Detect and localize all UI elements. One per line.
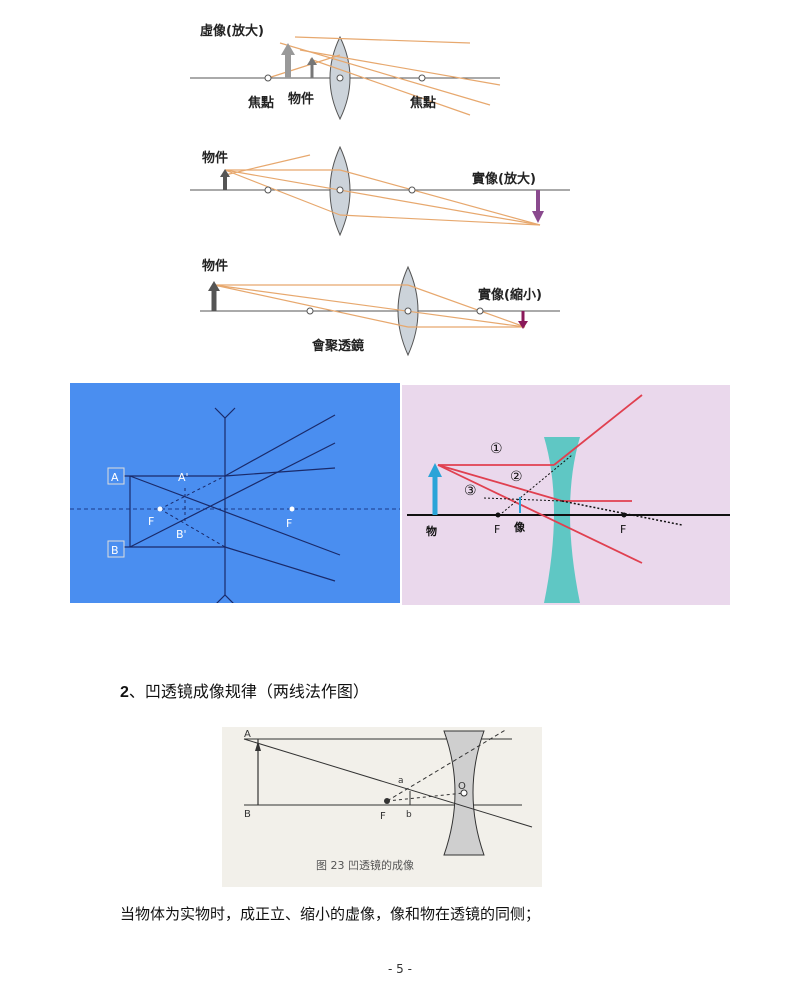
ray-3-label: ③ — [464, 483, 477, 499]
focus-right: F — [286, 517, 292, 530]
section-heading: 2、凹透镜成像规律（两线法作图） — [120, 678, 369, 702]
section-number: 2 — [120, 684, 129, 701]
focus-label-right: 焦點 — [409, 95, 436, 111]
object-label: 物件 — [202, 258, 228, 274]
convex-lens-diagram-real-reduced: 物件 實像(縮小) 會聚透鏡 — [200, 258, 560, 357]
label-a: A — [111, 471, 119, 484]
section-title-text: 、凹透镜成像规律（两线法作图） — [128, 682, 369, 701]
rule-text: 当物体为实物时，成正立、缩小的虚像，像和物在透镜的同侧； — [120, 905, 541, 923]
label-a-small: a — [398, 776, 404, 786]
page-number: - 5 - — [388, 962, 412, 976]
real-image-label: 實像(縮小) — [478, 287, 542, 303]
focus-left: F — [148, 515, 154, 528]
object-label: 物件 — [288, 91, 314, 107]
textbook-concave-figure: A B F O a b 图 23 凹透镜的成像 — [222, 727, 542, 887]
convex-lens-diagram-virtual: 虛像(放大) 焦點 物件 焦點 — [190, 23, 501, 121]
label-b: B — [111, 544, 119, 557]
concave-lens-diagram-blue: A B A' B' F F — [70, 383, 400, 603]
focus-right: F — [620, 523, 626, 536]
focus-left: F — [494, 523, 500, 536]
image-label: 像 — [514, 520, 526, 534]
label-b-prime: B' — [176, 528, 187, 541]
ray-2-label: ② — [510, 469, 523, 485]
label-a-prime: A' — [178, 471, 189, 484]
label-a: A — [244, 729, 251, 740]
ray-1-label: ① — [490, 441, 503, 457]
label-o: O — [458, 781, 466, 792]
virtual-image-label: 虛像(放大) — [200, 23, 264, 39]
convex-lens-diagram-real-magnified: 物件 實像(放大) — [190, 145, 570, 237]
figure-caption: 图 23 凹透镜的成像 — [316, 858, 414, 872]
concave-lens-diagram-pink: ① ② ③ 物 F 像 F — [402, 385, 730, 605]
label-f: F — [380, 811, 386, 822]
object-label: 物件 — [202, 150, 228, 166]
lens-name-label: 會聚透鏡 — [312, 338, 364, 354]
real-image-label: 實像(放大) — [472, 171, 536, 187]
label-b-small: b — [406, 810, 412, 820]
object-label: 物 — [426, 524, 437, 538]
focus-label-left: 焦點 — [247, 95, 274, 111]
label-b: B — [244, 809, 251, 820]
